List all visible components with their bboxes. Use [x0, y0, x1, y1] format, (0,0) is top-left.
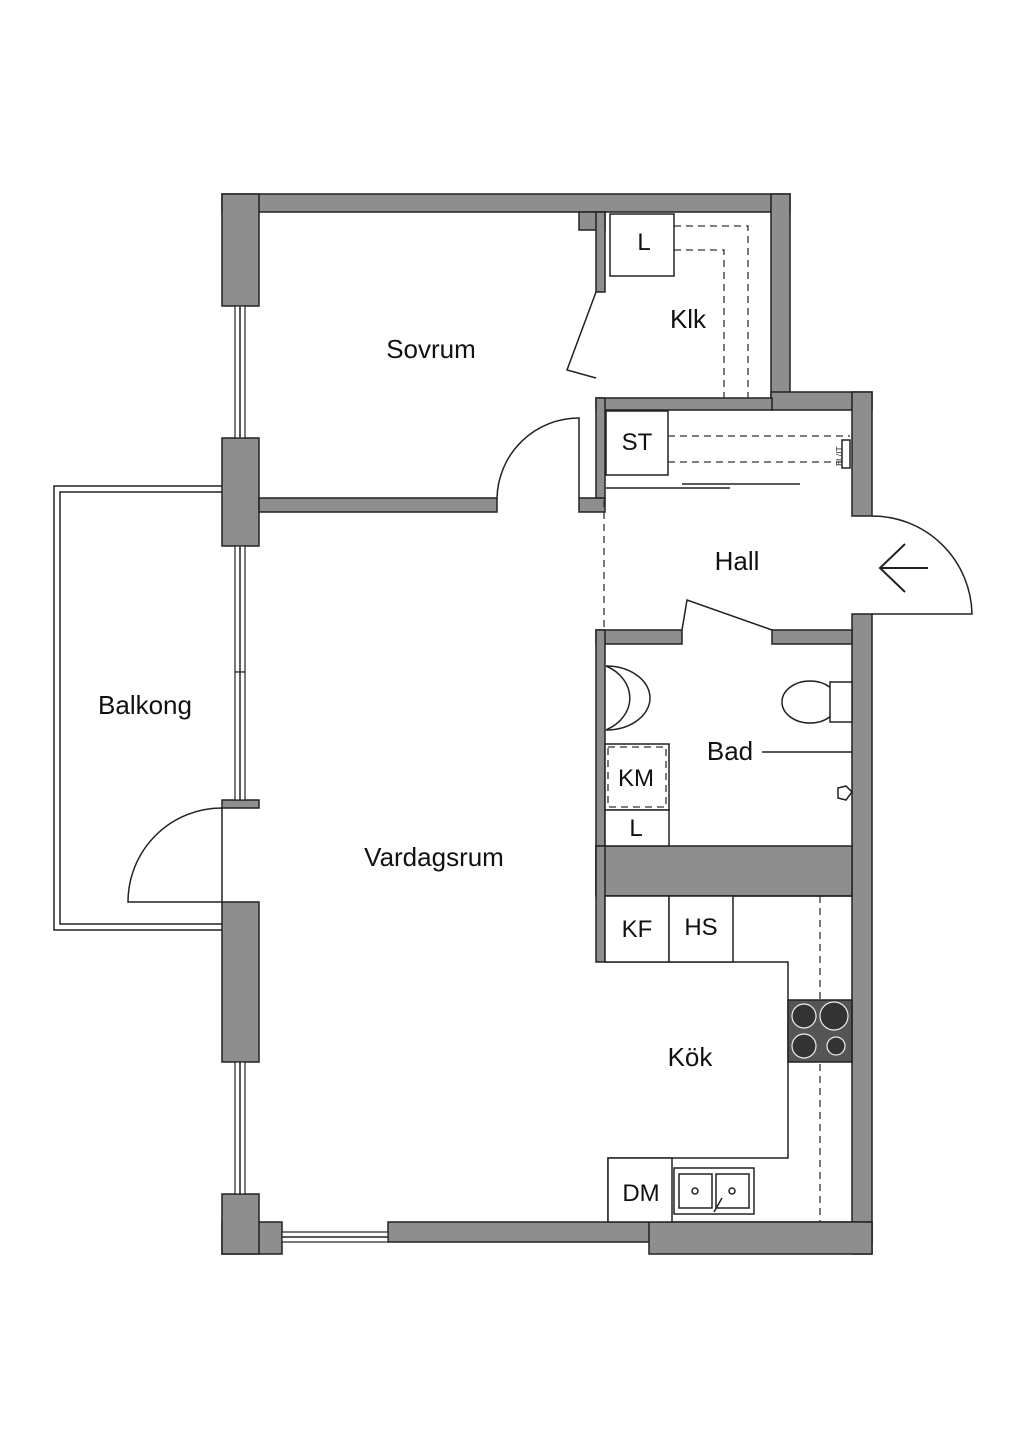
- room-label-klk: Klk: [670, 304, 707, 334]
- room-label-balkong: Balkong: [98, 690, 192, 720]
- entrance-arrow-icon: [878, 543, 928, 593]
- outer-walls: [221, 193, 873, 1255]
- fixture-l-klk: [609, 213, 675, 277]
- fixture-label-km: KM: [618, 765, 654, 792]
- fixture-label-dm: DM: [622, 1180, 659, 1207]
- fixture-l-bad: [604, 809, 670, 847]
- wall-klk-west: [595, 211, 606, 293]
- room-label-bad: Bad: [707, 736, 753, 766]
- fixture-dm: [607, 1157, 673, 1223]
- wall-st-west: [595, 397, 606, 499]
- fixture-st: [605, 410, 669, 476]
- door-bad: [681, 598, 773, 631]
- door-balkong: [127, 807, 223, 903]
- fixture-label-hs: HS: [684, 914, 717, 941]
- kitchen: [604, 895, 853, 1223]
- wall-west-4: [221, 1193, 260, 1255]
- room-label-sovrum: Sovrum: [386, 334, 476, 364]
- doors: [127, 291, 973, 903]
- room-labels: Sovrum Klk Hall Balkong Vardagsrum Bad K…: [98, 304, 759, 1072]
- shower-icon: [837, 785, 853, 801]
- fixture-label-st: ST: [622, 429, 653, 456]
- room-label-kok: Kök: [668, 1042, 714, 1072]
- wall-bad-north-left: [595, 629, 683, 645]
- wall-east-lower: [851, 613, 873, 1255]
- wall-klk-east: [770, 193, 791, 409]
- fixture-label-bad-l: L: [629, 815, 642, 842]
- wall-sovrum-south: [258, 497, 498, 513]
- door-sovrum: [496, 417, 580, 499]
- wall-bad-north-right: [771, 629, 853, 645]
- fixture-label-klk-l: L: [637, 229, 650, 256]
- fixture-hs: [668, 895, 734, 963]
- room-label-hall: Hall: [715, 546, 760, 576]
- door-klk: [566, 291, 597, 379]
- fixture-labels: L ST KM L KF HS DM EL/IT: [618, 229, 844, 1207]
- balcony: [53, 485, 222, 931]
- klk-details: [609, 213, 749, 398]
- wall-bad-south: [595, 845, 853, 897]
- room-label-vardagsrum: Vardagsrum: [364, 842, 504, 872]
- fixture-label-el-it: EL/IT: [835, 446, 844, 466]
- sink-double-icon: [673, 1167, 755, 1215]
- wall-kok-west: [595, 845, 606, 963]
- wall-west-5: [221, 799, 260, 809]
- bathroom-fixtures: [604, 665, 853, 847]
- wall-top: [221, 193, 791, 213]
- wall-east-upper: [851, 391, 873, 517]
- sink-icon: [605, 665, 631, 731]
- wall-sovrum-south-stub: [578, 497, 606, 513]
- wall-west-2: [221, 437, 260, 547]
- wall-klk-south: [595, 397, 773, 411]
- fixture-label-kf: KF: [622, 916, 653, 943]
- wall-bottom-step: [648, 1221, 873, 1255]
- windows: [234, 305, 389, 1243]
- wall-west-3: [221, 901, 260, 1063]
- wall-west-1: [221, 193, 260, 307]
- interior-walls: [258, 211, 853, 963]
- st-details: [605, 410, 851, 489]
- fixture-km: [604, 743, 670, 811]
- door-entrance: [871, 515, 973, 615]
